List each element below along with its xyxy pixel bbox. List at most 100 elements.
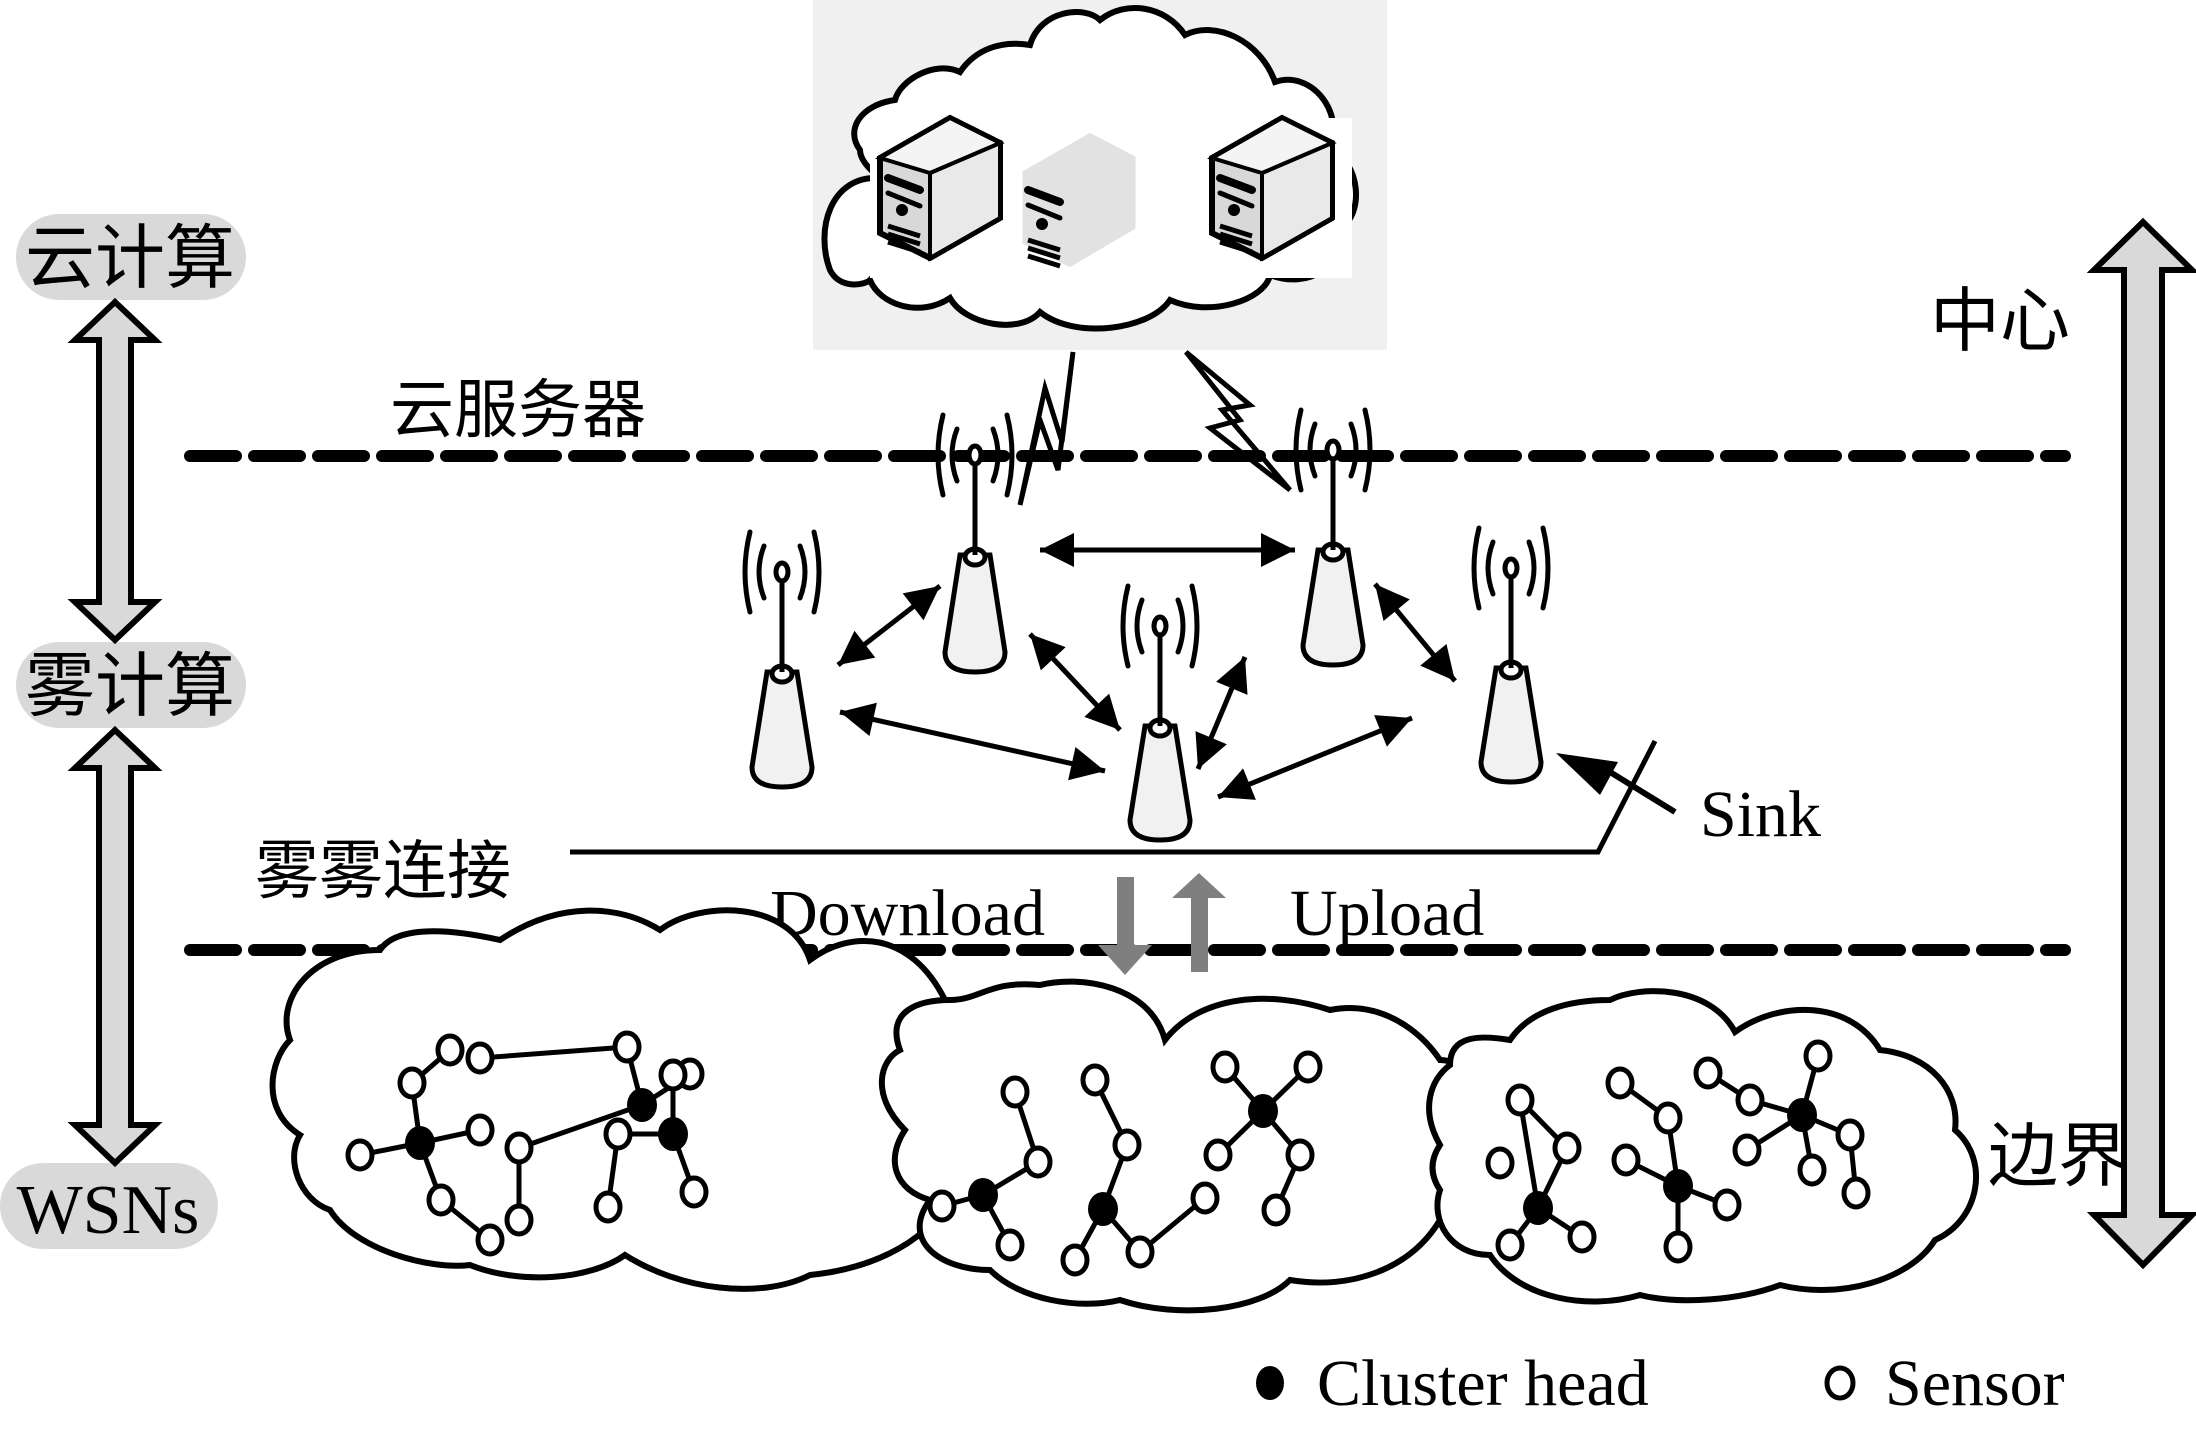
sensor-node (1203, 1138, 1233, 1172)
sensor-node (1552, 1131, 1582, 1165)
sensor-node (1112, 1128, 1142, 1162)
cluster-head-node (627, 1088, 657, 1122)
fog-link-double-arrow (1040, 533, 1295, 567)
cluster-head-node (968, 1178, 998, 1212)
wsn-edge (479, 1044, 628, 1061)
cloud-server-cluster (813, 0, 1387, 350)
server-icon (1010, 125, 1145, 285)
cluster-head-node (1523, 1191, 1553, 1225)
sensor-node (1080, 1063, 1110, 1097)
fog-link-double-arrow (1028, 632, 1122, 732)
fog-link-label: 雾雾连接 (255, 835, 511, 909)
sensor-node (603, 1117, 633, 1151)
sink-label: Sink (1700, 778, 1821, 851)
cluster-head-node (1663, 1169, 1693, 1203)
sensor-node (1261, 1193, 1291, 1227)
sink-pointer-arrowhead (1556, 753, 1618, 795)
arrowhead (1374, 715, 1412, 747)
sensor-node (1605, 1066, 1635, 1100)
arrowhead (838, 630, 876, 665)
sensor-node (1663, 1230, 1693, 1264)
layer-label-wsns: WSNs (0, 1163, 218, 1249)
fog-link-bracket-line (570, 739, 1658, 855)
sensor-node (465, 1113, 495, 1147)
sensor-node (435, 1033, 465, 1067)
sensor-node (1841, 1176, 1871, 1210)
sensor-node (397, 1066, 427, 1100)
sensor-node (1611, 1143, 1641, 1177)
fog-node-antenna-icon (1120, 583, 1200, 843)
upload-label: Upload (1290, 877, 1484, 950)
sensor-node (1485, 1146, 1515, 1180)
sensor-node (1712, 1188, 1742, 1222)
sensor-node (1495, 1228, 1525, 1262)
arrowhead (902, 586, 940, 621)
sensor-node (345, 1138, 375, 1172)
sensor-node (465, 1041, 495, 1075)
sink-pointer-line (1608, 769, 1677, 815)
fog-towers (742, 407, 1551, 843)
arrowhead (1068, 747, 1105, 781)
sensor-node (1735, 1083, 1765, 1117)
cluster-head-node (658, 1117, 688, 1151)
sensor-node (593, 1190, 623, 1224)
arrowhead (1420, 643, 1455, 681)
legend: Cluster head Sensor (1256, 1347, 2065, 1420)
sensor-node (1210, 1050, 1240, 1084)
sensor-node (1023, 1145, 1053, 1179)
wireless-link-bolt-icon (1184, 350, 1292, 492)
fog-link-double-arrow (1373, 582, 1457, 683)
fog-link-double-arrow (1217, 715, 1413, 800)
sensor-node (1693, 1056, 1723, 1090)
layer-label-cloud: 云计算 (16, 214, 246, 300)
sensor-node (658, 1058, 688, 1092)
legend-cluster-head-icon (1256, 1366, 1284, 1400)
sensor-node (1285, 1138, 1315, 1172)
sensor-node (1567, 1220, 1597, 1254)
arrowhead (1216, 657, 1248, 695)
fog-wsn-double-arrow-icon (67, 725, 163, 1168)
sensor-node (1803, 1039, 1833, 1073)
cloud-servers-label: 云服务器 (390, 374, 646, 448)
fog-link-double-arrow (839, 702, 1106, 781)
sensor-node (995, 1228, 1025, 1262)
layer-label-cloud-text: 云计算 (25, 217, 235, 299)
legend-sensor-label: Sensor (1885, 1347, 2065, 1420)
download-label: Download (770, 877, 1045, 950)
fog-node-antenna-icon (1293, 407, 1373, 668)
cloud-fog-double-arrow-icon (67, 297, 163, 645)
fog-node-antenna-icon (935, 412, 1015, 675)
server-icon (870, 114, 1020, 278)
layer-label-fog: 雾计算 (16, 642, 246, 728)
wsn-edge (518, 1102, 643, 1151)
sensor-node (1835, 1118, 1865, 1152)
layer-label-fog-text: 雾计算 (25, 645, 235, 727)
wsn-nodes (345, 1030, 1871, 1277)
legend-cluster-head-label: Cluster head (1317, 1347, 1649, 1420)
sensor-node (1293, 1050, 1323, 1084)
arrowhead (1195, 731, 1227, 769)
arrowhead (1261, 533, 1295, 567)
arrowhead (1040, 533, 1074, 567)
sensor-node (426, 1183, 456, 1217)
sensor-node (927, 1189, 957, 1223)
scale-bottom-label: 边界 (1988, 1115, 2128, 1197)
center-edge-double-arrow-icon (2086, 217, 2196, 1270)
cluster-head-node (1248, 1094, 1278, 1128)
sensor-node (1000, 1075, 1030, 1109)
sensor-node (504, 1203, 534, 1237)
arrowhead (1084, 693, 1120, 730)
scale-top-label: 中心 (1930, 280, 2070, 362)
fog-links (836, 533, 1457, 800)
layer-label-wsns-text: WSNs (17, 1172, 200, 1249)
sensor-node (1653, 1101, 1683, 1135)
arrowhead (1218, 768, 1256, 800)
fog-link-double-arrow (836, 584, 942, 667)
server-icon (1202, 114, 1352, 278)
sensor-node (679, 1175, 709, 1209)
sensor-node (1732, 1133, 1762, 1167)
sensor-node (1505, 1083, 1535, 1117)
cluster-head-node (405, 1126, 435, 1160)
legend-sensor-icon (1824, 1365, 1856, 1401)
